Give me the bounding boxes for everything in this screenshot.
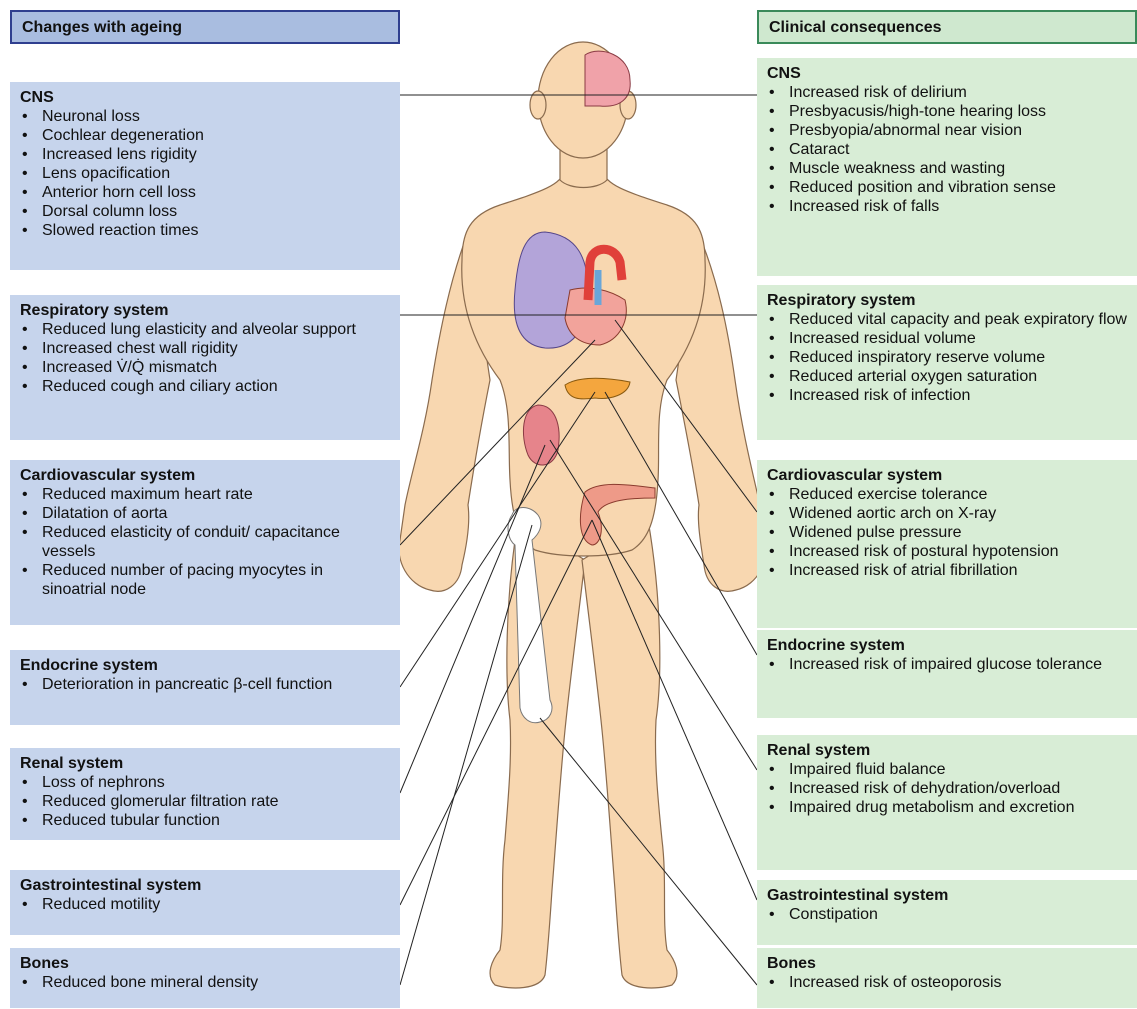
bullet-item: Presbyacusis/high-tone hearing loss [767, 102, 1127, 121]
bullet-item: Reduced maximum heart rate [20, 485, 390, 504]
bullet-item: Reduced elasticity of conduit/ capacitan… [20, 523, 390, 561]
bullet-item: Loss of nephrons [20, 773, 390, 792]
bullet-item: Increased risk of postural hypotension [767, 542, 1127, 561]
right-column-header: Clinical consequences [757, 10, 1137, 44]
section-title: CNS [20, 89, 54, 106]
bowel-organ [579, 483, 656, 546]
brain-organ [584, 50, 631, 107]
right-box-bones: BonesIncreased risk of osteoporosis [757, 948, 1137, 1008]
section-title: Renal system [767, 742, 871, 759]
aorta-vessel [583, 244, 627, 301]
bullet-item: Presbyopia/abnormal near vision [767, 121, 1127, 140]
bullet-item: Reduced motility [20, 895, 390, 914]
bullet-list: Reduced bone mineral density [20, 973, 390, 992]
section-title: Bones [20, 955, 69, 972]
bullet-list: Neuronal lossCochlear degenerationIncrea… [20, 107, 390, 240]
femur-bone [507, 507, 553, 724]
bullet-list: Increased risk of impaired glucose toler… [767, 655, 1127, 674]
section-title: Cardiovascular system [20, 467, 196, 484]
section-title: Endocrine system [20, 657, 158, 674]
left-column-header: Changes with ageing [10, 10, 400, 44]
section-title: Respiratory system [20, 302, 169, 319]
bullet-item: Reduced arterial oxygen saturation [767, 367, 1127, 386]
bullet-item: Increased lens rigidity [20, 145, 390, 164]
section-title: Endocrine system [767, 637, 905, 654]
section-title: Respiratory system [767, 292, 916, 309]
bullet-item: Reduced tubular function [20, 811, 390, 830]
bullet-item: Slowed reaction times [20, 221, 390, 240]
section-title: Gastrointestinal system [20, 877, 202, 894]
bullet-list: Reduced lung elasticity and alveolar sup… [20, 320, 390, 396]
bullet-item: Constipation [767, 905, 1127, 924]
section-title: Bones [767, 955, 816, 972]
bullet-item: Widened pulse pressure [767, 523, 1127, 542]
bullet-item: Reduced cough and ciliary action [20, 377, 390, 396]
bullet-item: Reduced vital capacity and peak expirato… [767, 310, 1127, 329]
bullet-item: Dorsal column loss [20, 202, 390, 221]
bullet-item: Increased chest wall rigidity [20, 339, 390, 358]
bullet-item: Reduced bone mineral density [20, 973, 390, 992]
bullet-item: Reduced inspiratory reserve volume [767, 348, 1127, 367]
right-box-gastrointestinal-system: Gastrointestinal systemConstipation [757, 880, 1137, 945]
bullet-list: Loss of nephronsReduced glomerular filtr… [20, 773, 390, 830]
bullet-item: Cataract [767, 140, 1127, 159]
bullet-item: Reduced glomerular filtration rate [20, 792, 390, 811]
bullet-list: Reduced motility [20, 895, 390, 914]
bullet-list: Constipation [767, 905, 1127, 924]
bullet-item: Increased risk of impaired glucose toler… [767, 655, 1127, 674]
bullet-item: Deterioration in pancreatic β-cell funct… [20, 675, 390, 694]
left-box-gastrointestinal-system: Gastrointestinal systemReduced motility [10, 870, 400, 935]
bullet-item: Anterior horn cell loss [20, 183, 390, 202]
bullet-item: Reduced exercise tolerance [767, 485, 1127, 504]
bullet-item: Impaired drug metabolism and excretion [767, 798, 1127, 817]
bullet-item: Increased risk of delirium [767, 83, 1127, 102]
section-title: Renal system [20, 755, 124, 772]
section-title: CNS [767, 65, 801, 82]
bullet-item: Increased residual volume [767, 329, 1127, 348]
right-box-cardiovascular-system: Cardiovascular systemReduced exercise to… [757, 460, 1137, 628]
left-box-bones: BonesReduced bone mineral density [10, 948, 400, 1008]
bullet-list: Increased risk of osteoporosis [767, 973, 1127, 992]
bullet-list: Deterioration in pancreatic β-cell funct… [20, 675, 390, 694]
bullet-list: Impaired fluid balanceIncreased risk of … [767, 760, 1127, 817]
bullet-item: Reduced lung elasticity and alveolar sup… [20, 320, 390, 339]
left-box-respiratory-system: Respiratory systemReduced lung elasticit… [10, 295, 400, 440]
right-box-cns: CNSIncreased risk of deliriumPresbyacusi… [757, 58, 1137, 276]
section-title: Gastrointestinal system [767, 887, 949, 904]
bullet-item: Neuronal loss [20, 107, 390, 126]
bullet-item: Dilatation of aorta [20, 504, 390, 523]
left-box-renal-system: Renal systemLoss of nephronsReduced glom… [10, 748, 400, 840]
pancreas-organ [564, 377, 631, 400]
left-box-cardiovascular-system: Cardiovascular systemReduced maximum hea… [10, 460, 400, 625]
section-title: Cardiovascular system [767, 467, 943, 484]
right-box-respiratory-system: Respiratory systemReduced vital capacity… [757, 285, 1137, 440]
bullet-list: Reduced vital capacity and peak expirato… [767, 310, 1127, 405]
bullet-item: Cochlear degeneration [20, 126, 390, 145]
bullet-list: Reduced maximum heart rateDilatation of … [20, 485, 390, 599]
bullet-item: Increased risk of atrial fibrillation [767, 561, 1127, 580]
bullet-item: Reduced position and vibration sense [767, 178, 1127, 197]
bullet-item: Impaired fluid balance [767, 760, 1127, 779]
connector-lines [399, 94, 758, 986]
left-box-cns: CNSNeuronal lossCochlear degenerationInc… [10, 82, 400, 270]
kidney-organ [522, 404, 560, 466]
bullet-item: Increased risk of infection [767, 386, 1127, 405]
left-box-endocrine-system: Endocrine systemDeterioration in pancrea… [10, 650, 400, 725]
bullet-item: Increased V̇/Q̇ mismatch [20, 358, 390, 377]
bullet-list: Increased risk of deliriumPresbyacusis/h… [767, 83, 1127, 216]
bullet-list: Reduced exercise toleranceWidened aortic… [767, 485, 1127, 580]
bullet-item: Lens opacification [20, 164, 390, 183]
bullet-item: Muscle weakness and wasting [767, 159, 1127, 178]
bullet-item: Reduced number of pacing myocytes in sin… [20, 561, 390, 599]
bullet-item: Increased risk of dehydration/overload [767, 779, 1127, 798]
bullet-item: Increased risk of osteoporosis [767, 973, 1127, 992]
bullet-item: Widened aortic arch on X-ray [767, 504, 1127, 523]
right-box-renal-system: Renal systemImpaired fluid balanceIncrea… [757, 735, 1137, 870]
right-box-endocrine-system: Endocrine systemIncreased risk of impair… [757, 630, 1137, 718]
bullet-item: Increased risk of falls [767, 197, 1127, 216]
